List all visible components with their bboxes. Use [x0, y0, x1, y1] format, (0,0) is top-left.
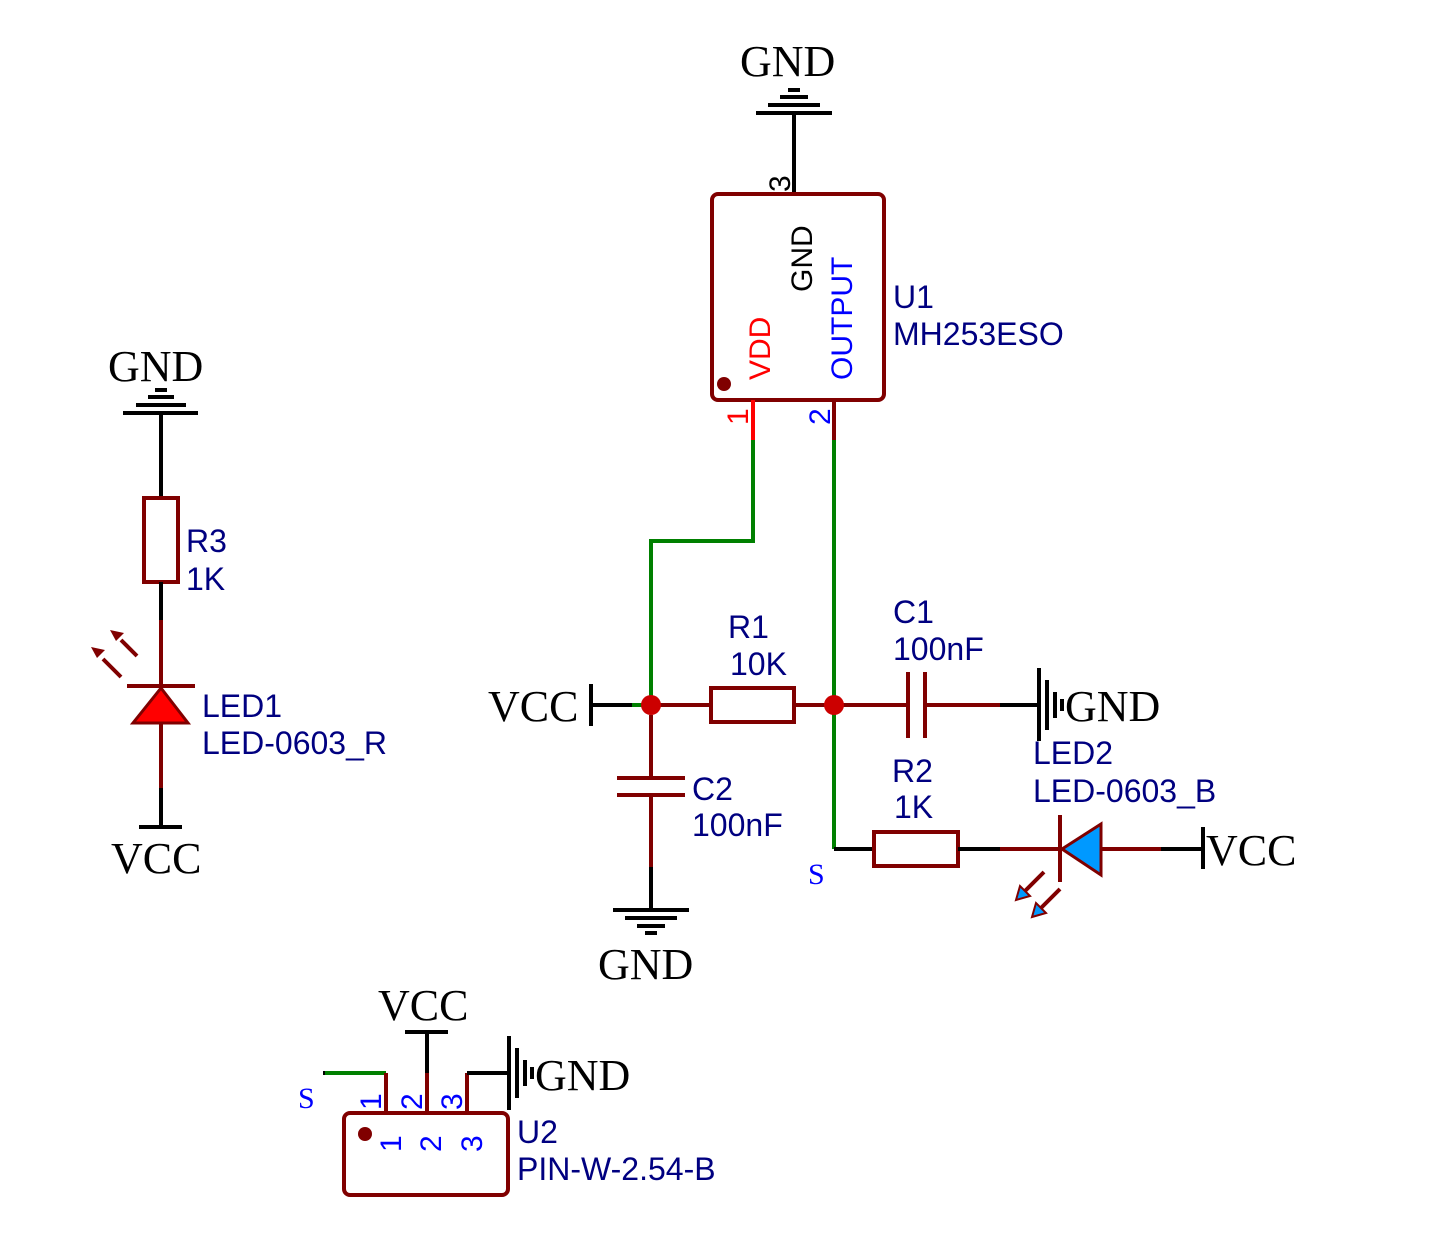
u1-pin2-name: OUTPUT: [826, 257, 859, 380]
u1-pin3-name: GND: [786, 225, 819, 292]
u1-pin1-name: VDD: [744, 317, 777, 380]
u2-body[interactable]: [342, 1111, 510, 1197]
gnd-symbol-c1: [1037, 668, 1064, 741]
r3-ref: R3: [186, 523, 227, 559]
u1-pin3-number: 3: [764, 175, 797, 192]
led1-light-arrows-icon: [91, 630, 139, 679]
led1-value: LED-0603_R: [202, 725, 387, 761]
net-label-s-u2: S: [298, 1082, 315, 1115]
r2-ref: R2: [892, 753, 933, 789]
u1-pin1-number: 1: [722, 408, 755, 425]
r1-value: 10K: [730, 646, 787, 682]
vcc-label-led1: VCC: [111, 834, 201, 883]
u2-pin2-outer: 2: [396, 1093, 429, 1110]
u2-pin1-marker: [358, 1127, 372, 1141]
u1-pin2-number: 2: [804, 408, 837, 425]
led2-value: LED-0603_B: [1033, 773, 1216, 809]
gnd-symbol-c2: [613, 908, 689, 935]
u2-pin3-inner: 3: [456, 1135, 489, 1152]
gnd-label-c2: GND: [598, 940, 693, 989]
junction-dot: [641, 695, 661, 715]
gnd-label-u1: GND: [740, 37, 835, 86]
c1-value: 100nF: [893, 631, 984, 667]
gnd-label-c1: GND: [1065, 682, 1160, 731]
led2-branch: S R2 1K LED2 LED-0603_B VCC: [808, 735, 1296, 919]
junction-dot: [824, 695, 844, 715]
led1-diode[interactable]: [91, 630, 195, 725]
gnd-symbol-u2: [507, 1036, 534, 1110]
u2-pin1-inner: 1: [375, 1135, 408, 1152]
c2-branch: C2 100nF GND: [598, 715, 783, 989]
led1-branch: GND R3 1K LED1 LED-0603_R VC: [91, 342, 387, 883]
c2-ref: C2: [692, 771, 733, 807]
gnd-symbol-r3: [123, 388, 198, 415]
u1-body[interactable]: [710, 192, 886, 402]
u2-header: VCC S GND 1 2 3 1 2 3 U2 PIN-W-2.54-B: [298, 981, 716, 1197]
r3-value: 1K: [186, 561, 225, 597]
gnd-label-r3: GND: [108, 342, 203, 391]
r2-resistor[interactable]: [872, 830, 960, 868]
led1-ref: LED1: [202, 688, 282, 724]
led2-diode[interactable]: [1014, 815, 1103, 919]
u2-value: PIN-W-2.54-B: [517, 1151, 716, 1187]
u1-hall-sensor: GND 3 GND VDD OUTPUT U1 MH253ESO 1 2: [710, 37, 1064, 440]
r3-resistor[interactable]: [142, 496, 180, 584]
net-wires: [649, 440, 836, 849]
rc-filter: VCC R1 10K C1 100nF GND: [488, 594, 1160, 741]
r2-value: 1K: [894, 789, 933, 825]
u2-pin2-inner: 2: [415, 1135, 448, 1152]
c2-value: 100nF: [692, 807, 783, 843]
u2-ref: U2: [517, 1114, 558, 1150]
led2-light-arrows-icon: [1014, 870, 1062, 919]
gnd-label-u2: GND: [535, 1051, 630, 1100]
c1-capacitor[interactable]: [906, 672, 927, 738]
c2-capacitor[interactable]: [617, 776, 685, 797]
net-label-s: S: [808, 858, 825, 891]
vcc-label-u2: VCC: [378, 981, 468, 1030]
gnd-symbol-u1: [756, 88, 832, 115]
u1-ref: U1: [893, 279, 934, 315]
r1-ref: R1: [728, 609, 769, 645]
led2-ref: LED2: [1033, 735, 1113, 771]
c1-ref: C1: [893, 594, 934, 630]
u2-pin3-outer: 3: [436, 1093, 469, 1110]
r1-resistor[interactable]: [709, 686, 796, 724]
u2-pin1-outer: 1: [355, 1093, 388, 1110]
vcc-label-led2: VCC: [1206, 826, 1296, 875]
u1-pin1-marker: [717, 377, 731, 391]
u1-value: MH253ESO: [893, 316, 1064, 352]
vcc-label-r1: VCC: [488, 682, 578, 731]
